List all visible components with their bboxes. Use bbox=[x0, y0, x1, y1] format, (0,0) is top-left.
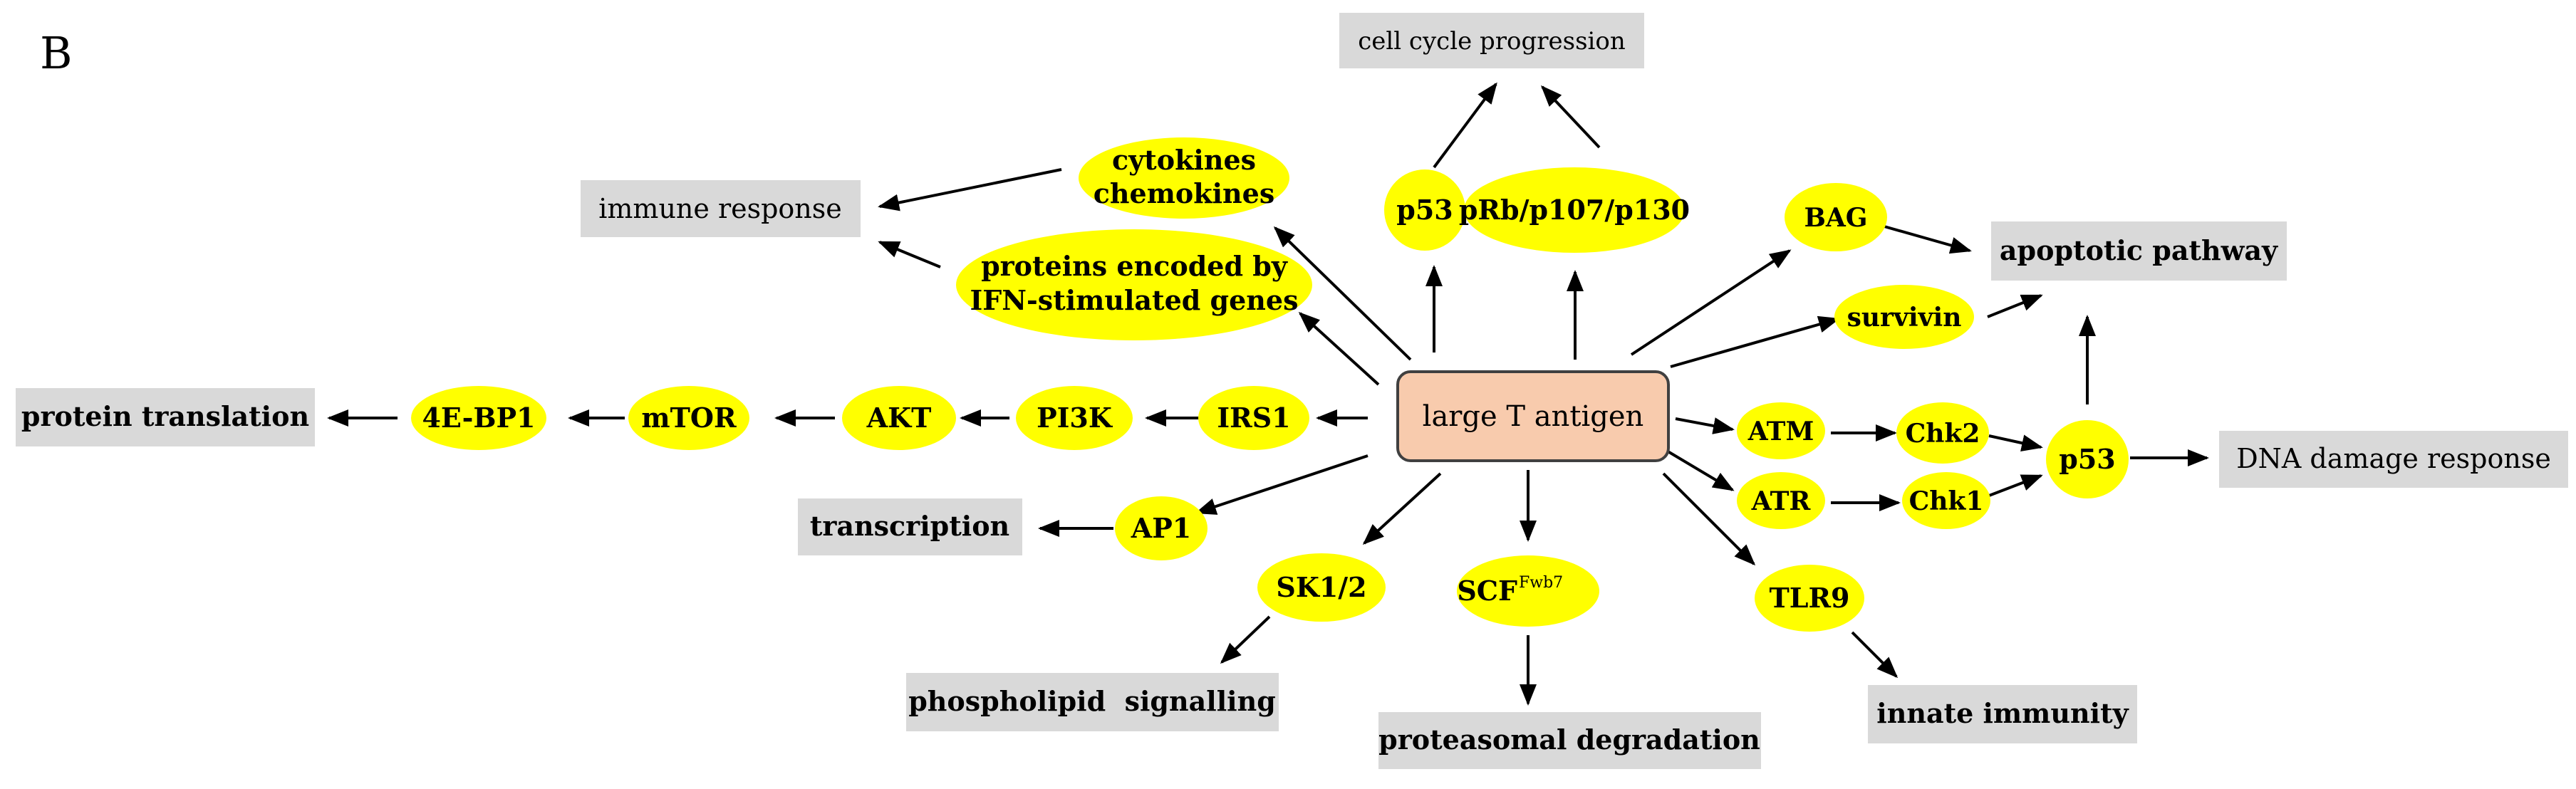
arrow-center-to-atr bbox=[1664, 449, 1735, 491]
protein-nodes: cytokines chemokines p53 pRb/p107/p130 p… bbox=[411, 137, 2129, 632]
arrows bbox=[327, 82, 2209, 706]
arrow-chk2-to-p53 bbox=[1988, 434, 2043, 451]
outcome-box-immune bbox=[581, 180, 861, 237]
outcome-box-dna-damage bbox=[2219, 431, 2568, 488]
node-tlr9-label: TLR9 bbox=[1769, 582, 1849, 614]
node-survivin-label: survivin bbox=[1847, 303, 1962, 333]
outcome-boxes: cell cycle progression immune response a… bbox=[16, 13, 2568, 769]
node-cytokines bbox=[1079, 137, 1289, 219]
arrow-tlr9-to-innate bbox=[1851, 631, 1899, 679]
node-sk12 bbox=[1257, 553, 1386, 622]
arrow-survivin-to-apoptotic bbox=[1987, 294, 2043, 318]
node-survivin bbox=[1834, 285, 1974, 349]
node-atr bbox=[1737, 472, 1825, 529]
arrow-center-to-atm bbox=[1675, 417, 1735, 434]
node-scf-label: SCF bbox=[1457, 575, 1517, 607]
node-pi3k bbox=[1016, 386, 1133, 450]
arrow-bag-to-apoptotic bbox=[1884, 225, 1972, 254]
outcome-protein-translation: protein translation bbox=[21, 400, 309, 432]
node-mtor bbox=[628, 386, 749, 450]
node-chk1-label: Chk1 bbox=[1909, 486, 1984, 516]
node-sk12-label: SK1/2 bbox=[1276, 571, 1366, 603]
outcome-transcription: transcription bbox=[810, 510, 1009, 542]
node-akt bbox=[842, 386, 956, 450]
outcome-immune: immune response bbox=[598, 193, 842, 224]
panel-label: B bbox=[40, 27, 73, 79]
node-akt-label: AKT bbox=[866, 402, 932, 434]
node-atm-label: ATM bbox=[1747, 417, 1814, 446]
center-node-label: large T antigen bbox=[1423, 400, 1644, 433]
outcome-box-apoptotic bbox=[1991, 221, 2287, 281]
node-chk2-label: Chk2 bbox=[1906, 419, 1980, 449]
outcome-cell-cycle: cell cycle progression bbox=[1358, 27, 1626, 56]
node-irs1-label: IRS1 bbox=[1217, 402, 1290, 434]
node-ap1-label: AP1 bbox=[1131, 512, 1192, 544]
outcome-phospholipid: phospholipid signalling bbox=[908, 685, 1276, 717]
node-proteins-line1: proteins encoded by bbox=[981, 250, 1288, 282]
node-tlr9 bbox=[1755, 565, 1864, 632]
outcome-box-proteasomal bbox=[1378, 712, 1761, 769]
arrow-sk12-to-phospholipid bbox=[1220, 615, 1271, 664]
outcome-box-innate bbox=[1868, 685, 2137, 743]
arrow-prb-to-cell-cycle bbox=[1540, 85, 1601, 149]
node-bag bbox=[1785, 183, 1887, 251]
node-mtor-label: mTOR bbox=[641, 402, 737, 434]
node-p53-right-label: p53 bbox=[2059, 443, 2115, 475]
node-atr-label: ATR bbox=[1751, 486, 1812, 516]
node-p53-top-label: p53 bbox=[1396, 194, 1453, 226]
node-4ebp1-label: 4E-BP1 bbox=[422, 402, 535, 434]
node-4ebp1 bbox=[411, 386, 546, 450]
node-p53-right bbox=[2046, 420, 2129, 498]
arrow-cytokines-to-immune bbox=[878, 168, 1062, 211]
arrow-center-to-ap1 bbox=[1195, 454, 1368, 515]
node-proteins-isg bbox=[956, 229, 1312, 340]
outcome-innate: innate immunity bbox=[1876, 697, 2129, 729]
arrow-chk1-to-p53 bbox=[1988, 474, 2043, 497]
outcome-box-phospholipid bbox=[906, 673, 1279, 731]
outcome-box-protein-translation bbox=[16, 388, 315, 446]
node-chk2 bbox=[1896, 402, 1989, 464]
node-chk1 bbox=[1902, 472, 1990, 529]
arrow-center-to-sk12 bbox=[1362, 472, 1442, 545]
arrow-center-to-proteins bbox=[1298, 311, 1380, 386]
node-ap1 bbox=[1115, 496, 1208, 560]
outcome-box-transcription bbox=[798, 498, 1022, 555]
outcome-box-cell-cycle bbox=[1339, 13, 1644, 68]
arrow-center-to-cytokines bbox=[1273, 226, 1412, 361]
node-cytokines-line1: cytokines bbox=[1112, 144, 1256, 176]
outcome-proteasomal: proteasomal degradation bbox=[1378, 723, 1760, 756]
node-prb bbox=[1464, 167, 1685, 253]
node-scf-superscript: Fwb7 bbox=[1519, 574, 1563, 592]
node-atm bbox=[1737, 402, 1825, 459]
outcome-dna-damage: DNA damage response bbox=[2236, 443, 2551, 474]
node-irs1 bbox=[1198, 386, 1309, 450]
arrow-center-to-bag bbox=[1630, 249, 1792, 356]
node-pi3k-label: PI3K bbox=[1037, 402, 1113, 434]
arrow-p53-to-cell-cycle bbox=[1433, 82, 1497, 169]
node-bag-label: BAG bbox=[1804, 203, 1867, 233]
node-proteins-line2: IFN-stimulated genes bbox=[970, 284, 1298, 316]
node-p53-top bbox=[1384, 169, 1465, 251]
node-scf bbox=[1457, 555, 1599, 627]
arrow-proteins-to-immune bbox=[878, 241, 941, 268]
arrow-center-to-tlr9 bbox=[1662, 472, 1756, 566]
arrow-center-to-survivin bbox=[1670, 315, 1840, 368]
node-cytokines-line2: chemokines bbox=[1094, 177, 1274, 209]
center-node-large-t-antigen bbox=[1396, 370, 1670, 462]
node-prb-label: pRb/p107/p130 bbox=[1459, 194, 1690, 226]
outcome-apoptotic: apoptotic pathway bbox=[2000, 234, 2278, 266]
